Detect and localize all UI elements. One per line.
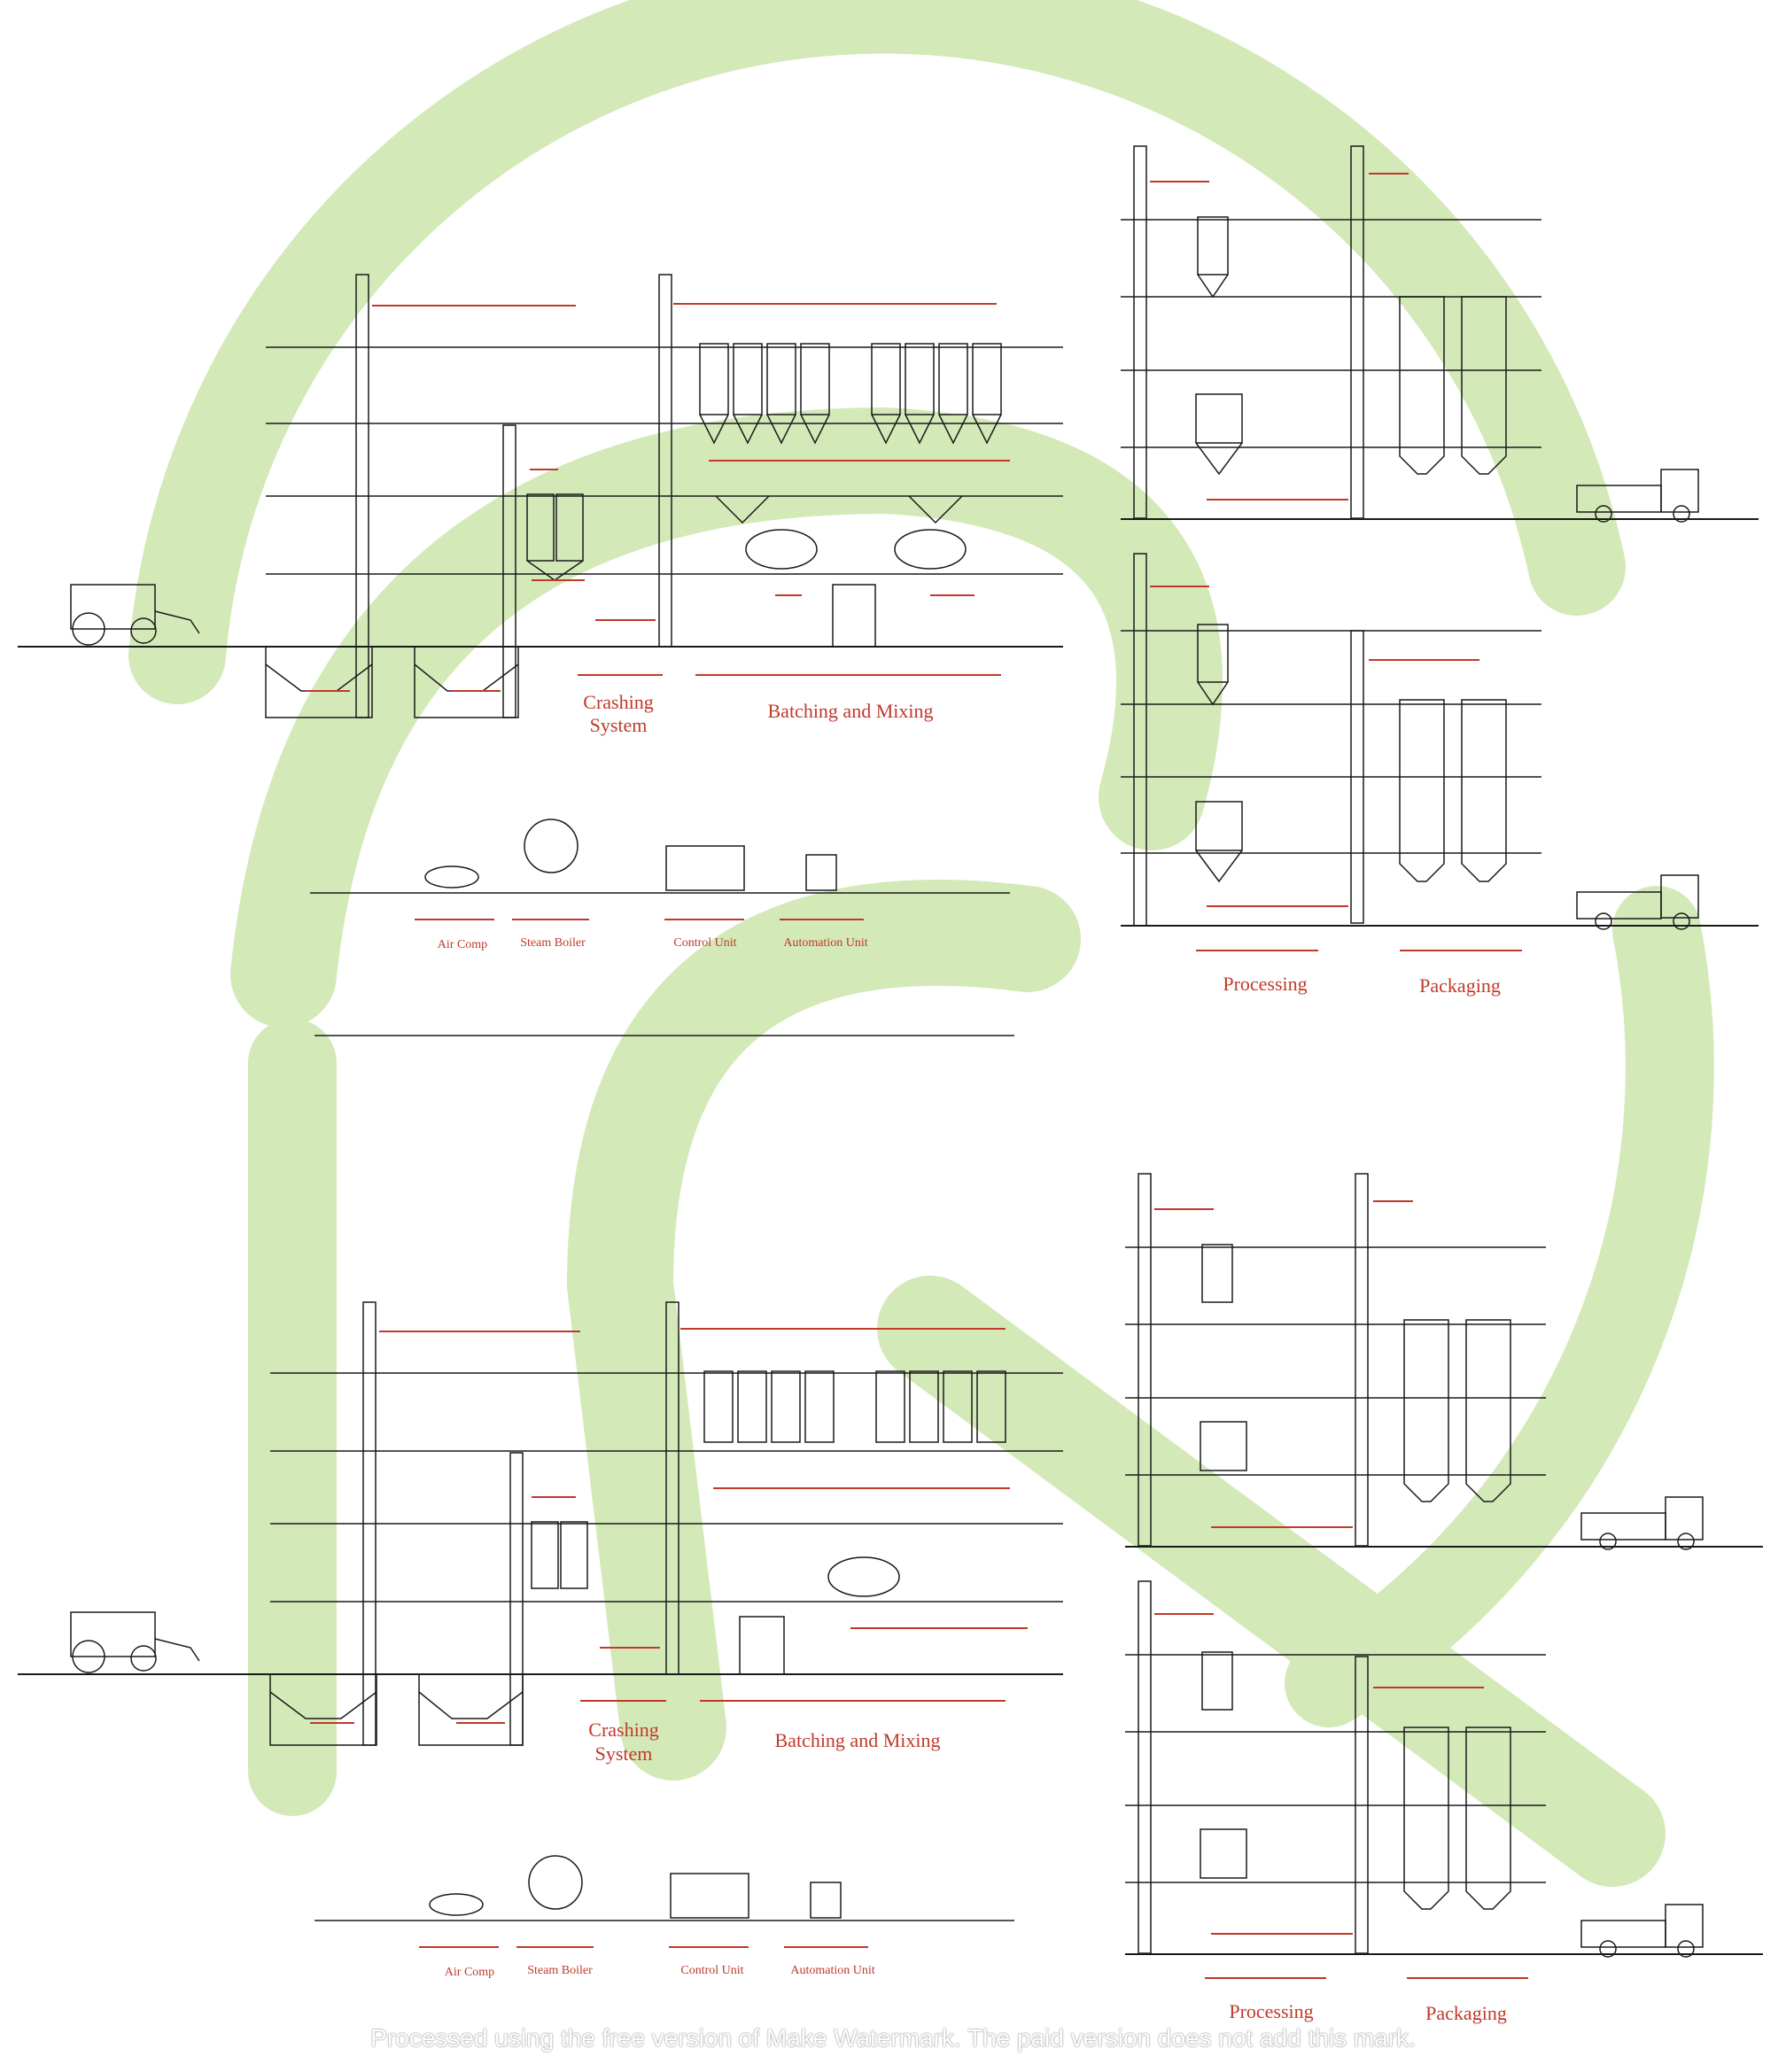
label-automation-unit: Automation Unit [783,936,867,950]
label-air-comp: Air Comp [445,1966,494,1979]
label-processing: Processing [1223,973,1307,995]
label-crashing-line1: Crashing [588,1719,658,1741]
label-steam-boiler: Steam Boiler [520,936,586,950]
conveyors-top-right [1150,173,1522,951]
conveyors-bottom-right [1154,1200,1528,1979]
silos-row [699,343,1002,445]
label-crashing-line1: Crashing [583,691,653,713]
truck-icon [1576,874,1699,930]
label-control-unit: Control Unit [673,936,736,950]
conveyors-top-left [306,303,1010,920]
panel-bottom-right [1125,1173,1763,1958]
label-air-comp: Air Comp [438,938,487,951]
section-labels: Crashing System Batching and Mixing Proc… [438,691,1507,2024]
conveyors-bottom-left [310,1328,1028,1948]
label-batching-mixing: Batching and Mixing [775,1729,941,1751]
background-logo [128,0,1714,1887]
tractor-icon [70,584,200,646]
truck-icon [1580,1496,1704,1550]
label-control-unit: Control Unit [680,1964,743,1977]
tractor-icon [70,1611,200,1673]
label-packaging: Packaging [1419,974,1501,997]
panel-top-right [1121,145,1759,930]
label-automation-unit: Automation Unit [790,1964,874,1977]
panel-bottom-left [18,1035,1063,1921]
truck-icon [1580,1904,1704,1958]
label-processing: Processing [1229,2000,1313,2022]
label-batching-mixing: Batching and Mixing [768,700,934,722]
truck-icon [1576,469,1699,523]
watermark-text: Processed using the free version of Make… [370,2024,1416,2052]
label-crashing-line2: System [595,1742,653,1765]
label-packaging: Packaging [1425,2002,1507,2024]
label-crashing-line2: System [590,714,648,736]
label-steam-boiler: Steam Boiler [527,1964,593,1977]
